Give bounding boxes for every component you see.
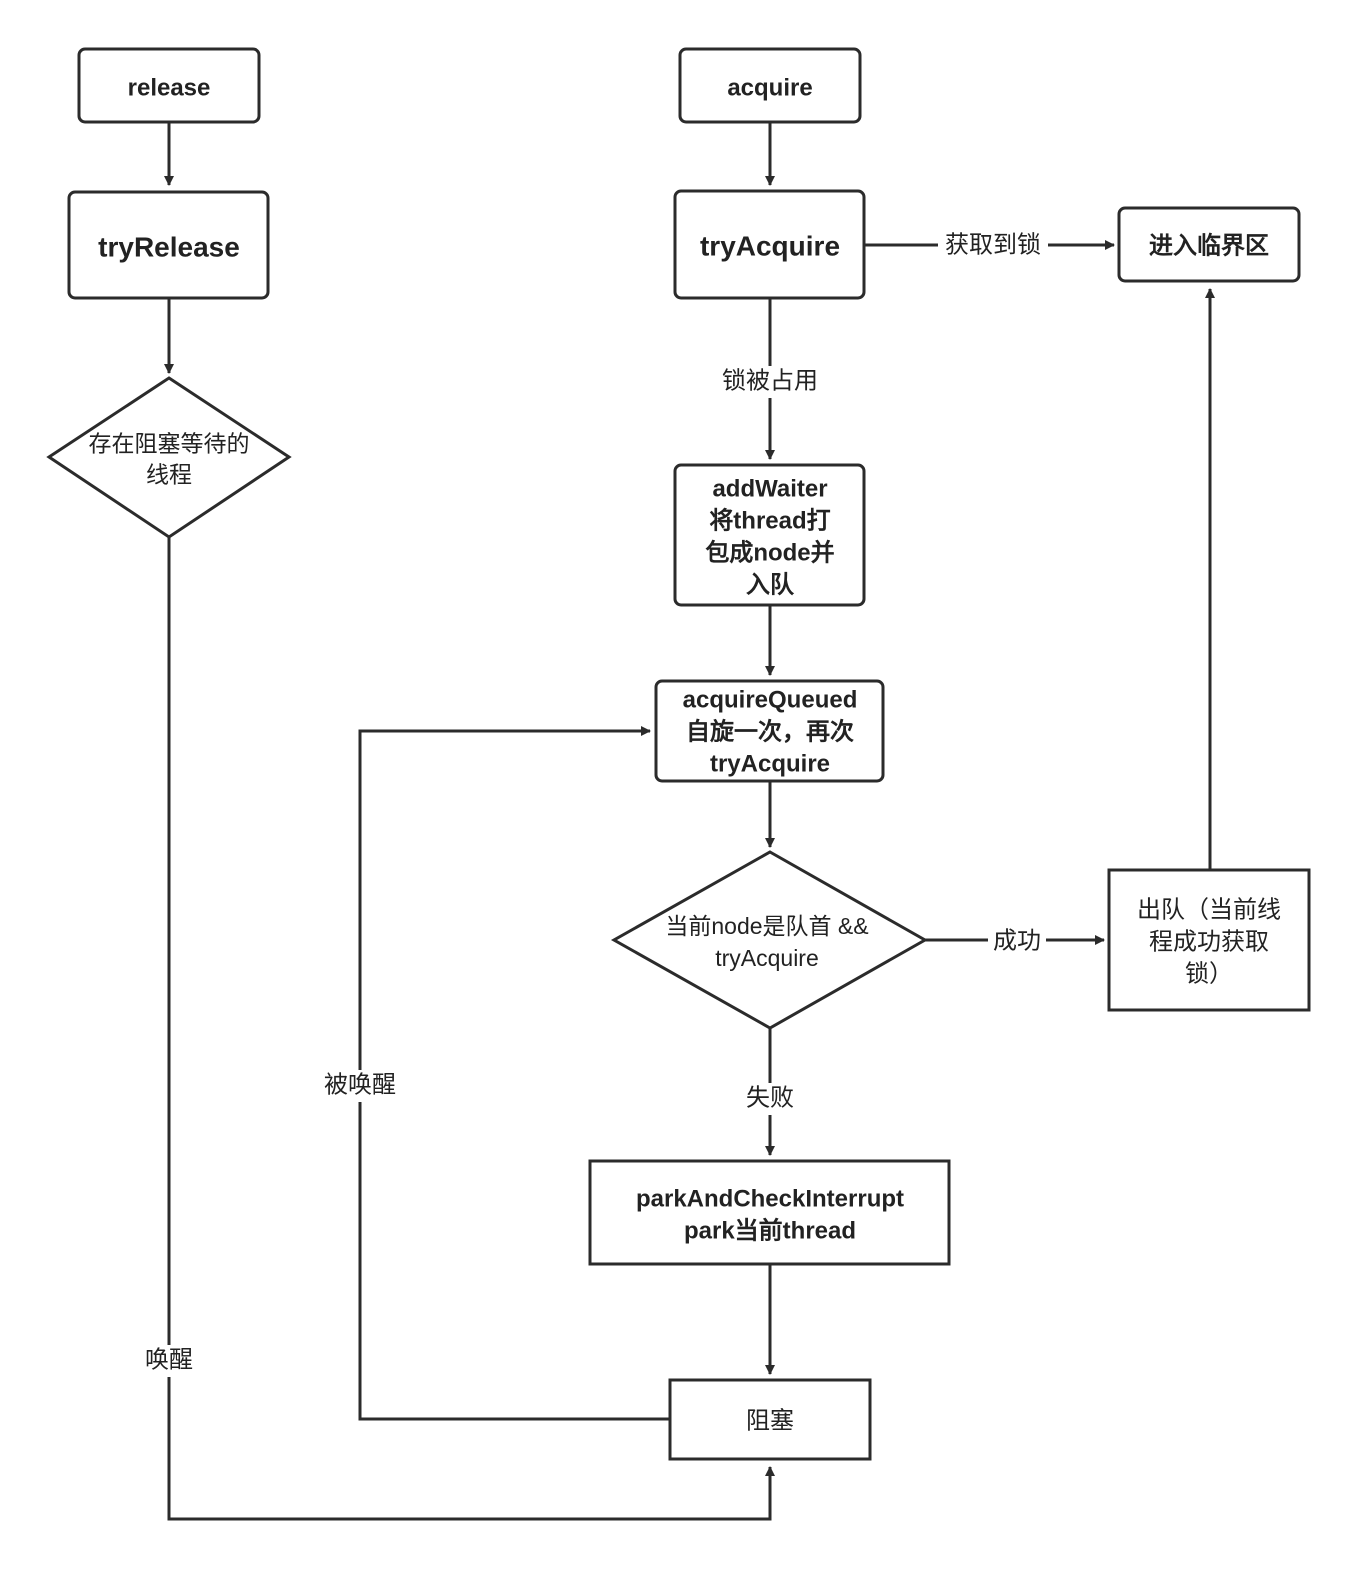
add-waiter-label: addWaiter — [712, 475, 827, 502]
acquire-node — [678, 47, 862, 124]
acquire-queued-label: acquireQueued — [683, 686, 858, 713]
edge-label-lock-occupied: 锁被占用 — [722, 367, 818, 394]
edge-label-success: 成功 — [993, 927, 1041, 954]
park-label: park当前thread — [684, 1216, 856, 1244]
is-head-decision — [610, 850, 929, 1030]
edge-label-got-lock: 获取到锁 — [945, 231, 1041, 258]
is-head-label: 当前node是队首 && — [665, 913, 868, 939]
acquire-queued-label: 自旋一次，再次 — [686, 717, 854, 745]
dequeue-label: 程成功获取 — [1149, 928, 1269, 955]
edge-awakened — [358, 726, 670, 1421]
dequeue-label: 锁） — [1185, 960, 1233, 987]
has-waiting-decision — [46, 376, 292, 539]
edge-wake — [167, 537, 775, 1521]
blocked-label: 阻塞 — [746, 1407, 794, 1434]
add-waiter-label: 入队 — [746, 571, 795, 598]
edge-label-wake: 唤醒 — [145, 1346, 193, 1373]
try-release-node — [67, 190, 270, 300]
try-release-label: tryRelease — [98, 231, 240, 262]
is-head-label: tryAcquire — [715, 945, 819, 971]
try-acquire-node — [673, 189, 866, 300]
critical-section-label: 进入临界区 — [1149, 231, 1269, 259]
release-node — [77, 47, 261, 124]
dequeue-label: 出队（当前线 — [1137, 896, 1281, 923]
add-waiter-label: 包成node并 — [705, 538, 834, 566]
edge-label-fail: 失败 — [746, 1084, 794, 1111]
acquire-queued-label: tryAcquire — [710, 750, 830, 777]
acquire-queued-node — [654, 679, 885, 783]
release-label: release — [128, 74, 211, 101]
acquire-label: acquire — [727, 74, 812, 101]
has-waiting-label: 存在阻塞等待的 — [89, 431, 250, 457]
dequeue-node — [1107, 868, 1311, 1012]
add-waiter-label: 将thread打 — [709, 506, 830, 534]
park-label: parkAndCheckInterrupt — [636, 1185, 904, 1212]
edge-label-awakened: 被唤醒 — [324, 1071, 396, 1098]
try-acquire-label: tryAcquire — [700, 230, 840, 261]
has-waiting-label: 线程 — [146, 462, 192, 488]
critical-section-node — [1117, 206, 1301, 283]
blocked-node — [668, 1378, 872, 1461]
park-node — [588, 1159, 951, 1266]
add-waiter-node — [673, 463, 866, 607]
